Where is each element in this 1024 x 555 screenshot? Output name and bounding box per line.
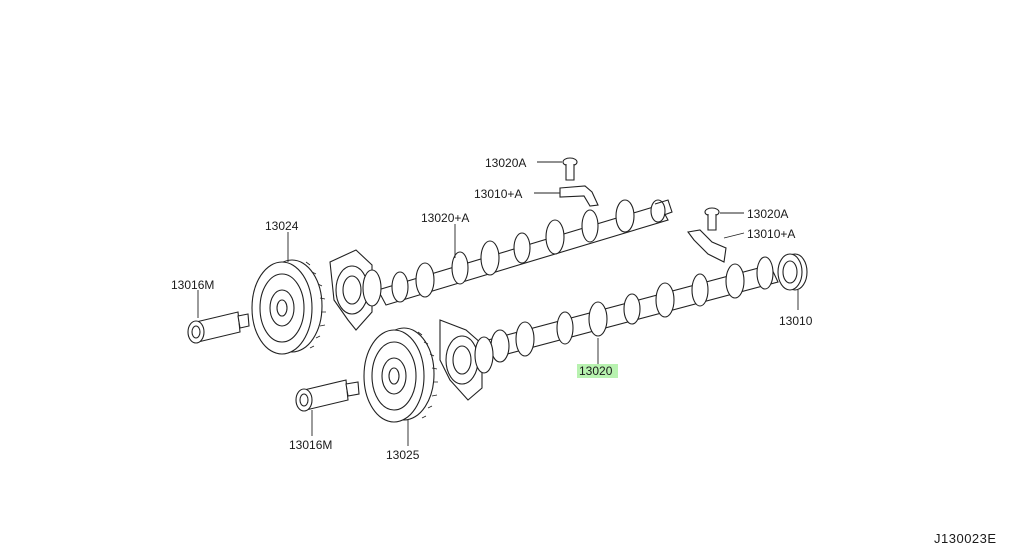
right-bracket [687, 229, 745, 263]
upper-camshaft [377, 199, 673, 306]
lower-sprocket [363, 327, 438, 446]
upper-bolt [537, 157, 578, 181]
upper-bracket [534, 185, 599, 207]
lower-timing-plate [439, 319, 494, 401]
label-valve-13016m-upper[interactable]: 13016M [171, 278, 215, 292]
right-bolt [704, 207, 744, 231]
label-valve-13016m-lower[interactable]: 13016M [289, 438, 333, 452]
highlighted-part-number: 13020 [577, 364, 619, 378]
label-camshaft-13020a[interactable]: 13020+A [421, 211, 470, 225]
label-sprocket-13025[interactable]: 13025 [386, 448, 420, 462]
label-sprocket-13024[interactable]: 13024 [265, 219, 299, 233]
upper-timing-plate [329, 249, 382, 331]
right-cap [777, 253, 808, 310]
label-bracket-13010a-right[interactable]: 13010+A [747, 227, 796, 241]
label-bolt-13020a-right[interactable]: 13020A [747, 207, 789, 221]
label-cap-13010[interactable]: 13010 [779, 314, 813, 328]
upper-valve [187, 290, 250, 344]
label-bracket-13010a[interactable]: 13010+A [474, 187, 523, 201]
lower-camshaft [487, 256, 779, 365]
lower-valve [295, 379, 360, 436]
label-camshaft-13020[interactable]: 13020 [577, 364, 619, 378]
upper-sprocket [251, 232, 326, 355]
label-bolt-13020a[interactable]: 13020A [485, 156, 527, 170]
diagram-code: J130023E [934, 531, 997, 546]
